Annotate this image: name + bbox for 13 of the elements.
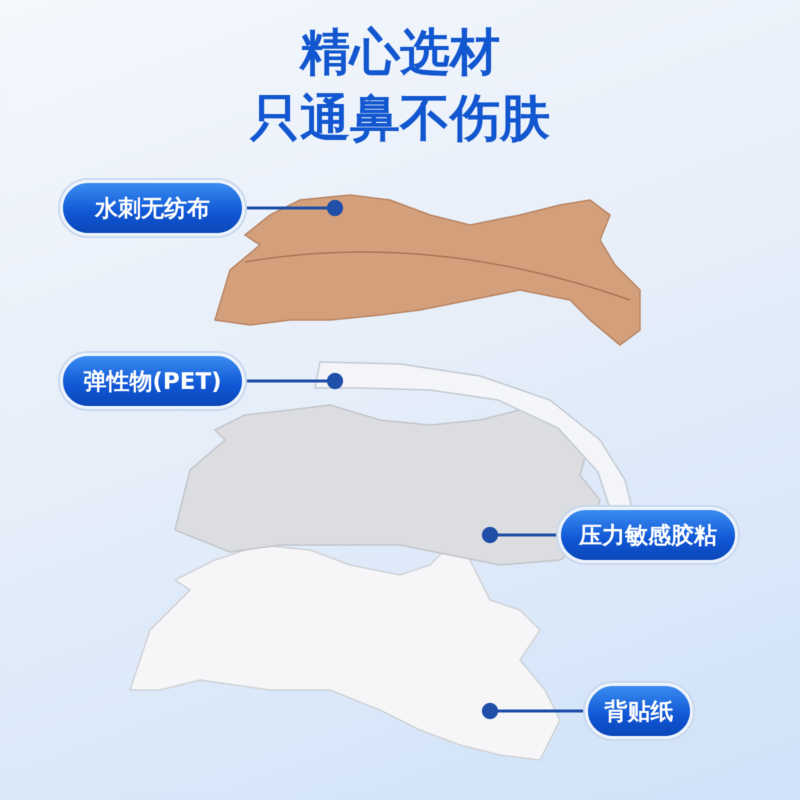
leader-line: [245, 372, 344, 390]
leader-line: [482, 526, 558, 544]
subtitle: 只通鼻不伤肤: [248, 88, 551, 148]
leader-line: [482, 702, 585, 720]
title: 精心选材: [298, 22, 501, 82]
adhesive-layer-drawing: [173, 403, 602, 567]
label-pill: 背贴纸: [585, 683, 693, 739]
nonwoven-layer-drawing: [213, 193, 642, 347]
backing-paper-drawing: [128, 543, 562, 762]
label-pill: 水刺无纺布: [60, 180, 245, 236]
label-pill: 弹性物(PET): [60, 353, 245, 409]
label-pill: 压力敏感胶粘: [558, 507, 738, 563]
leader-line: [245, 200, 344, 216]
